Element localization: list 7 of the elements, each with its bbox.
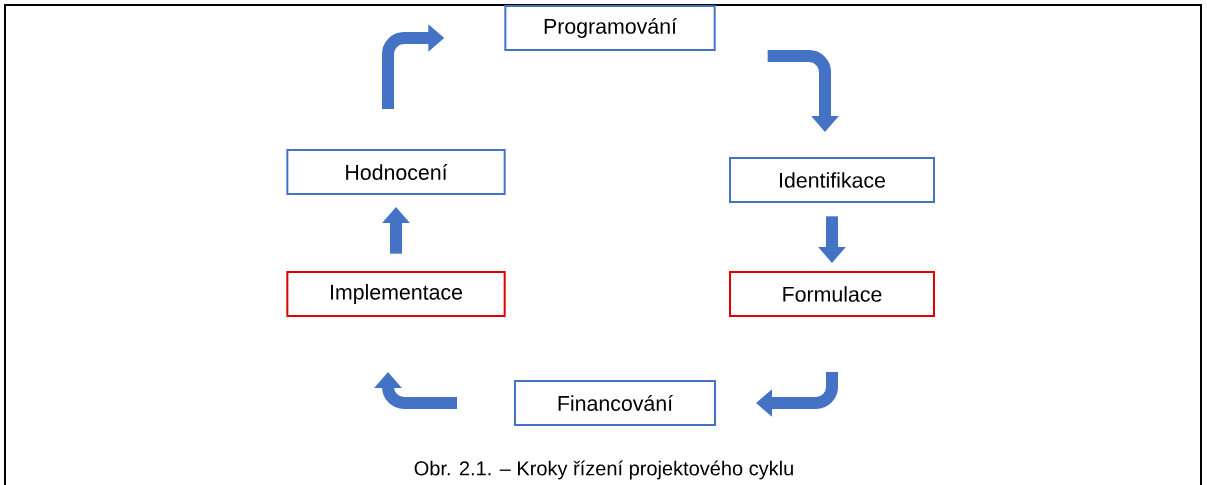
process-box: Implementace bbox=[286, 271, 506, 317]
process-box: Hodnocení bbox=[286, 149, 506, 195]
process-box: Financování bbox=[514, 380, 716, 426]
caption: Obr. 2.1. – Kroky řízení projektového cyklu bbox=[414, 460, 793, 480]
process-box: Programování bbox=[504, 5, 716, 51]
process-box: Formulace bbox=[729, 271, 935, 317]
process-box: Identifikace bbox=[729, 157, 935, 203]
